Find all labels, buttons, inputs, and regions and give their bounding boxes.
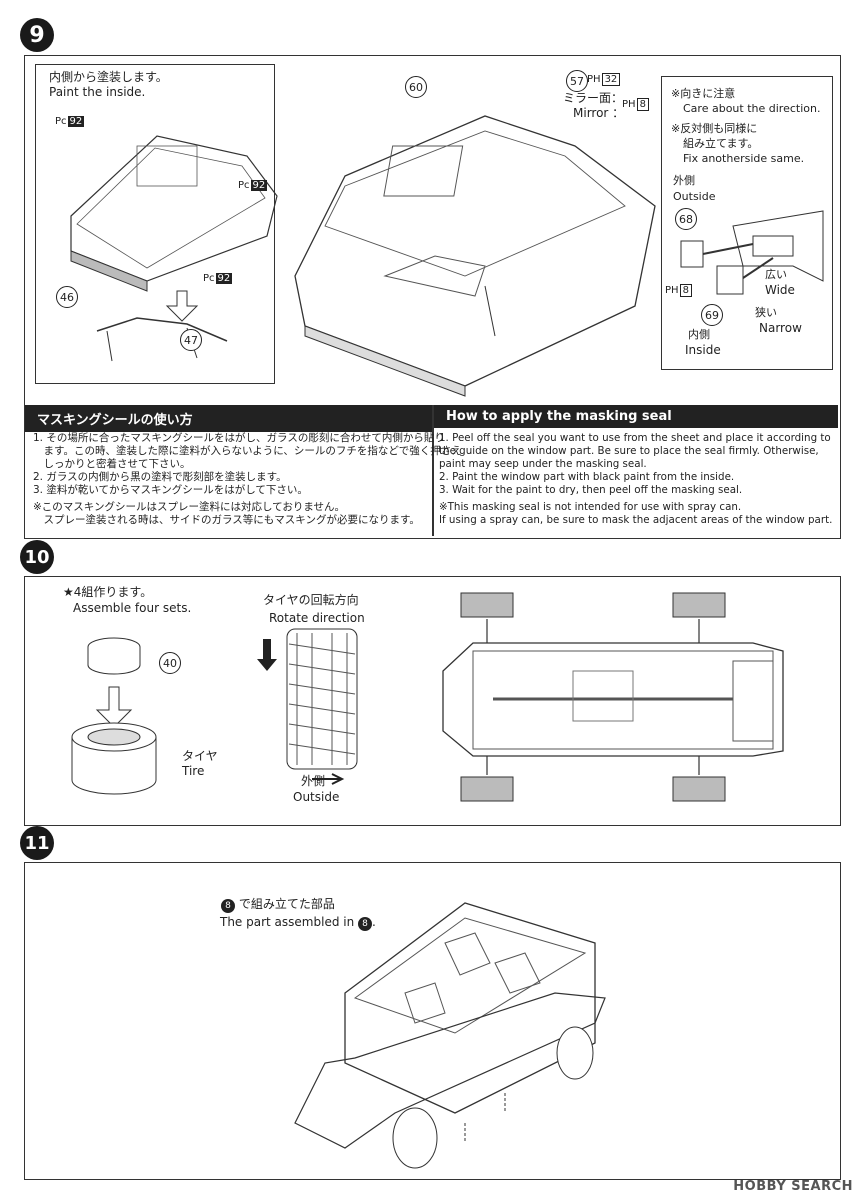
note1-en: Care about the direction. xyxy=(683,102,821,115)
part-46: 46 xyxy=(56,286,78,308)
mirror-jp: ミラー面： xyxy=(563,91,624,105)
step-11-badge: 11 xyxy=(20,826,54,860)
inside-en: Paint the inside. xyxy=(49,85,146,99)
hobbysearch-watermark: HOBBY SEARCH xyxy=(733,1179,853,1194)
assembled-en: The part assembled in 8. xyxy=(220,915,376,931)
assembled-en-text: The part assembled in xyxy=(220,915,355,929)
part-60: 60 xyxy=(405,76,427,98)
inside-jp: 内側から塗装します。 xyxy=(49,70,168,84)
masking-jp-text: 1. その場所に合ったマスキングシールをはがし、ガラスの彫刻に合わせて内側から貼… xyxy=(33,432,462,526)
tire-jp: タイヤ xyxy=(182,749,218,763)
note2-en: Fix anotherside same. xyxy=(683,152,805,165)
masking-title-jp: マスキングシールの使い方 xyxy=(25,405,432,432)
assembled-jp: 8 で組み立てた部品 xyxy=(221,897,335,913)
part-47: 47 xyxy=(180,329,202,351)
assemble-jp: ★4組作ります。 xyxy=(63,585,153,599)
ref-step-badge-2: 8 xyxy=(358,917,373,931)
step-9-badge: 9 xyxy=(20,18,54,52)
wheel-assembly-drawing xyxy=(71,637,157,795)
tire-outside-jp: 外側 xyxy=(301,774,326,788)
part-57: 57 xyxy=(566,70,588,92)
step-10-badge: 10 xyxy=(20,540,54,574)
rotate-jp: タイヤの回転方向 xyxy=(263,593,359,607)
step-10-panel: ★4組作ります。 Assemble four sets. 40 タイヤ Tire… xyxy=(24,576,841,826)
note2-jp1: ※反対側も同様に xyxy=(671,122,758,135)
inside-label-en: Inside xyxy=(685,343,721,357)
masking-divider xyxy=(432,405,434,536)
ref-step-badge-1: 8 xyxy=(221,899,235,913)
wide-en: Wide xyxy=(765,283,795,297)
masking-title-en: How to apply the masking seal xyxy=(434,405,838,428)
step-11-panel: 8 で組み立てた部品 The part assembled in 8. xyxy=(24,862,841,1180)
wide-jp: 広い xyxy=(765,268,787,281)
note1-jp: ※向きに注意 xyxy=(671,87,736,100)
mirror-parts-drawing xyxy=(680,210,824,295)
note2-jp2: 組み立てます。 xyxy=(683,137,759,150)
narrow-jp: 狭い xyxy=(755,306,777,319)
assembled-jp-text: で組み立てた部品 xyxy=(238,897,335,911)
assemble-en: Assemble four sets. xyxy=(73,601,192,615)
window-part-drawing xyxy=(70,135,278,362)
mirror-outside-jp: 外側 xyxy=(673,174,695,187)
masking-en-text: 1. Peel off the seal you want to use fro… xyxy=(439,432,833,526)
tire-outside-en: Outside xyxy=(293,790,340,804)
part-68: 68 xyxy=(675,208,697,230)
car-body-drawing xyxy=(294,115,656,397)
rotate-en: Rotate direction xyxy=(269,611,365,625)
inside-label-jp: 内側 xyxy=(688,328,710,341)
mirror-en: Mirror ： xyxy=(573,106,625,120)
part-40: 40 xyxy=(159,652,181,674)
narrow-en: Narrow xyxy=(759,321,802,335)
mirror-outside-en: Outside xyxy=(673,190,716,203)
part-69: 69 xyxy=(701,304,723,326)
chassis-underside-drawing xyxy=(442,592,784,802)
final-assembly-drawing xyxy=(294,902,606,1169)
tire-en: Tire xyxy=(182,764,205,778)
tire-tread-drawing xyxy=(257,628,358,785)
